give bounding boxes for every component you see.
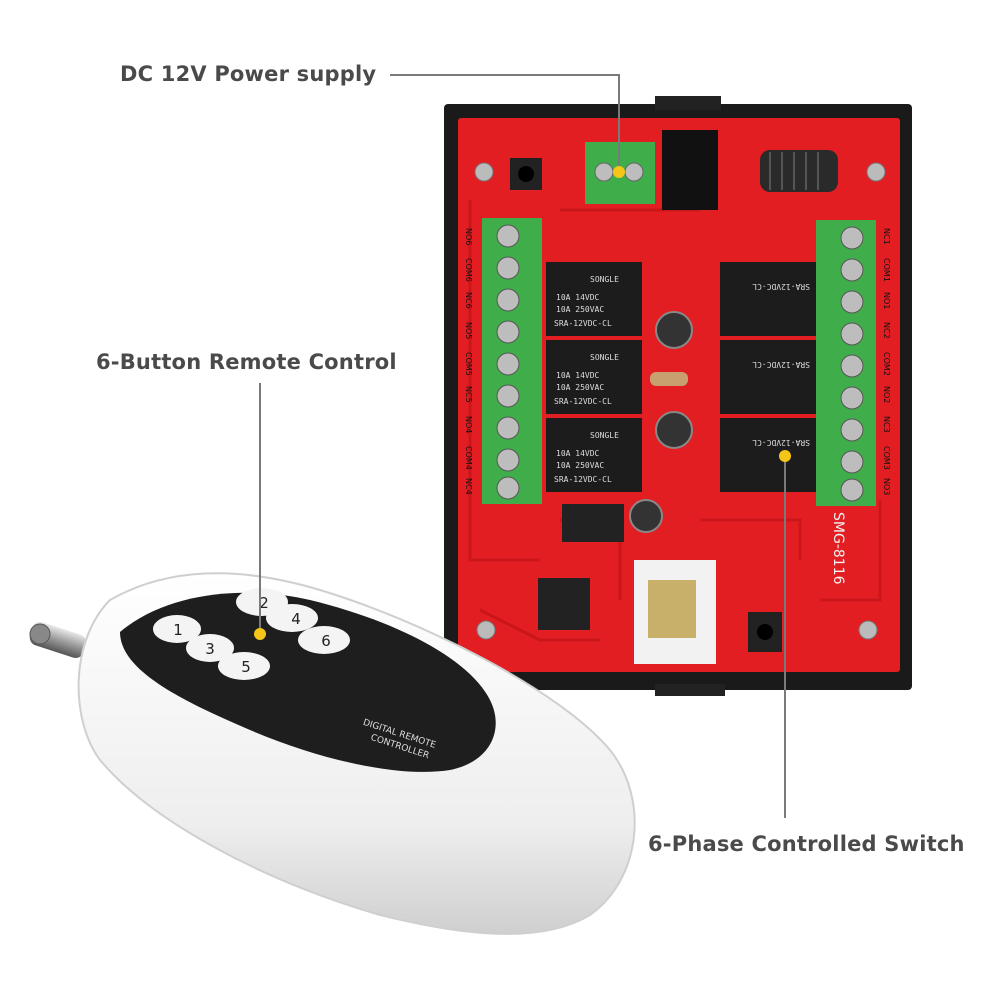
svg-text:NO5: NO5 [464,322,473,339]
svg-text:COM4: COM4 [464,446,473,470]
mounting-screws [474,162,886,640]
capacitor [655,311,693,349]
svg-text:COM5: COM5 [464,352,473,376]
remote-button-5[interactable] [218,652,270,680]
enclosure-clip-top [655,96,721,110]
callout-lines [259,74,786,818]
relay-brand: SONGLE [590,275,619,284]
svg-text:10A 250VAC: 10A 250VAC [556,383,604,392]
remote-button-1[interactable] [153,615,201,643]
relay-part: SRA-12VDC-CL [554,319,612,328]
svg-text:NO1: NO1 [882,292,891,309]
enclosure-clip-bottom [655,684,725,696]
svg-text:10A 14VDC: 10A 14VDC [556,449,600,458]
svg-text:NO3: NO3 [882,478,891,495]
svg-text:SRA-12VDC-CL: SRA-12VDC-CL [554,475,612,484]
relay-rating: 10A 14VDC [556,293,600,302]
svg-text:SONGLE: SONGLE [590,353,619,362]
remote-button-label: 4 [291,610,301,628]
remote-button-label: 1 [173,621,183,639]
decoder-chip [562,504,624,542]
remote-control-label: 6-Button Remote Control [96,350,397,374]
svg-text:COM2: COM2 [882,352,891,376]
svg-text:NC6: NC6 [464,292,473,309]
callout-dots [254,166,791,640]
svg-text:SRA-12VDC-CL: SRA-12VDC-CL [752,282,810,291]
relay-rating: 10A 250VAC [556,305,604,314]
receiver-coil [760,150,838,192]
svg-text:SRA-12VDC-CL: SRA-12VDC-CL [554,397,612,406]
remote-button-4[interactable] [266,604,318,632]
svg-text:10A 14VDC: 10A 14VDC [556,371,600,380]
svg-text:NC4: NC4 [464,478,473,495]
power-supply-label: DC 12V Power supply [120,62,377,86]
callout-dot-power [613,166,625,178]
remote-button-label: 5 [241,658,251,676]
svg-text:NO4: NO4 [464,416,473,433]
svg-text:10A 250VAC: 10A 250VAC [556,461,604,470]
svg-text:NO6: NO6 [464,228,473,245]
remote-button-label: 2 [259,594,269,612]
svg-text:SRA-12VDC-CL: SRA-12VDC-CL [752,438,810,447]
callout-dot-switch [779,450,791,462]
resistor [650,372,688,386]
callout-dot-remote [254,628,266,640]
remote-button-6[interactable] [298,626,350,654]
svg-text:COM6: COM6 [464,258,473,282]
controlled-switch-label: 6-Phase Controlled Switch [648,832,965,856]
remote-button-label: 6 [321,632,331,650]
svg-text:SRA-12VDC-CL: SRA-12VDC-CL [752,360,810,369]
remote-button-3[interactable] [186,634,234,662]
svg-text:SONGLE: SONGLE [590,431,619,440]
svg-text:COM3: COM3 [882,446,891,470]
remote-buttons [153,588,350,680]
svg-text:NC5: NC5 [464,386,473,403]
relays [546,262,816,492]
dc-jack [662,130,718,210]
svg-text:NC1: NC1 [882,228,891,245]
mcu-chip [538,578,590,630]
svg-text:NC2: NC2 [882,322,891,339]
board-model: SMG-8116 [830,512,846,585]
remote-control: 1 2 3 4 5 6 DIGITAL REMOTE CONTROLLER [29,572,636,935]
relay-board: 10A 14VDC 10A 250VAC SRA-12VDC-CL SONGLE… [444,96,912,696]
svg-text:NC3: NC3 [882,416,891,433]
svg-text:COM1: COM1 [882,258,891,282]
svg-text:NO2: NO2 [882,386,891,403]
remote-button-label: 3 [205,640,215,658]
